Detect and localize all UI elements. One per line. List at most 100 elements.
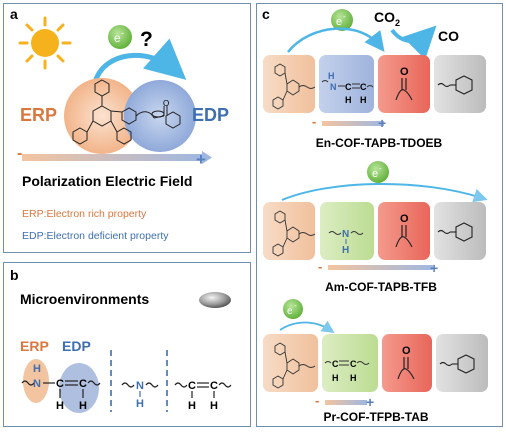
row1-name: En-COF-TAPB-TDOEB xyxy=(316,136,443,150)
electron-label: e xyxy=(114,31,121,45)
b-enamine-c1: C xyxy=(56,378,64,390)
panel-c-frame xyxy=(256,3,503,427)
row2-block-phenyl xyxy=(434,202,486,260)
row3-electron-e: e xyxy=(287,306,293,317)
b-enamine-n: N xyxy=(33,378,41,390)
electron-transfer-arrow xyxy=(92,38,187,83)
b-edp-label: EDP xyxy=(62,338,91,354)
row3-name: Pr-COF-TFPB-TAB xyxy=(323,410,428,424)
row3-ketone-structure: O xyxy=(397,345,415,380)
microenvironments-title: Microenvironments xyxy=(20,291,149,307)
row2-block-amine xyxy=(320,202,374,260)
b-enamine-h2: H xyxy=(79,400,87,412)
row1-gradient-bar xyxy=(322,121,384,126)
row2-block-ketone xyxy=(378,202,430,260)
row1-o: O xyxy=(400,66,409,78)
row1-nh-n: N xyxy=(330,82,337,92)
row3-block-ketone xyxy=(382,334,432,392)
row-3: e - C C H H O xyxy=(263,299,488,424)
row2-tpb-structure xyxy=(272,210,316,257)
row3-h2: H xyxy=(350,373,357,383)
b-alkene-h1: H xyxy=(188,400,196,412)
panel-b-frame xyxy=(3,262,251,427)
row1-ketone-structure: O xyxy=(395,66,413,101)
row1-electron-sup: - xyxy=(343,12,346,21)
field-title: Polarization Electric Field xyxy=(22,173,192,189)
b-erp-oval xyxy=(23,359,49,403)
erp-definition: ERP:Electron rich property xyxy=(22,208,147,220)
row3-electron-icon: e - xyxy=(283,299,303,319)
co2-label: CO2 xyxy=(374,9,400,28)
panel-a-frame xyxy=(3,3,251,253)
row1-transfer-arrow xyxy=(287,27,385,53)
row2-electron-icon: e - xyxy=(367,161,389,183)
edp-label: EDP xyxy=(192,105,229,125)
b-edp-oval xyxy=(59,363,99,413)
row2-name: Am-COF-TAPB-TFB xyxy=(325,280,437,294)
b-enamine-h1: H xyxy=(56,400,64,412)
row3-tpb-structure xyxy=(272,342,316,389)
row-2: e - N H O xyxy=(263,161,488,294)
row2-electron-sup: - xyxy=(379,164,382,173)
row3-alkene-structure: C C H H xyxy=(324,359,370,383)
b-erp-label: ERP xyxy=(20,338,49,354)
row2-plus: + xyxy=(430,260,438,276)
question-mark: ? xyxy=(140,28,153,51)
triphenylbenzene-molecule xyxy=(72,79,181,145)
row2-h: H xyxy=(342,245,349,256)
b-alkene-h2: H xyxy=(210,400,218,412)
row1-block-ketone xyxy=(378,55,430,113)
row1-tpb-structure xyxy=(272,63,316,110)
co2-to-co-arrow xyxy=(390,25,437,60)
row3-c2: C xyxy=(350,359,357,369)
panel-b-letter: b xyxy=(10,267,19,283)
row2-block-tpb xyxy=(263,202,315,260)
microenvironment-pill xyxy=(199,292,231,308)
row1-block-phenyl xyxy=(434,55,486,113)
edp-definition: EDP:Electron deficient property xyxy=(22,230,169,242)
row3-phenyl-structure xyxy=(439,354,475,374)
row2-ketone-structure: O xyxy=(395,213,413,248)
erp-label: ERP xyxy=(20,105,57,125)
row1-minus: - xyxy=(312,114,316,129)
carbonyl-o: O xyxy=(163,99,169,108)
row1-block-enamine xyxy=(319,55,374,113)
plus-sign: + xyxy=(196,150,206,169)
b-amine-n: N xyxy=(136,380,144,392)
row2-electron-e: e xyxy=(372,168,378,180)
b-alkene-c2: C xyxy=(210,380,218,392)
row3-block-phenyl xyxy=(436,334,488,392)
row3-c1: C xyxy=(332,359,339,369)
panel-a-letter: a xyxy=(10,6,18,22)
row2-transfer-arrow xyxy=(281,182,488,203)
polarization-gradient-bar xyxy=(22,154,202,161)
row3-transfer-arrow xyxy=(279,320,335,333)
row3-block-alkene xyxy=(322,334,378,392)
b-alkene-c1: C xyxy=(188,380,196,392)
row1-block-tpb xyxy=(263,55,315,113)
row2-phenyl-structure xyxy=(437,222,473,242)
amine-fragment: N H xyxy=(121,380,159,410)
row1-phenyl-structure xyxy=(437,75,473,95)
row2-amine-structure: N H xyxy=(328,229,364,256)
row1-plus: + xyxy=(378,115,386,131)
row1-electron-e: e xyxy=(336,16,342,28)
row1-electron-icon: e - xyxy=(331,9,353,31)
panel-c-letter: c xyxy=(262,6,270,22)
electron-icon: e - xyxy=(108,25,132,49)
row2-minus: - xyxy=(318,259,322,274)
minus-sign: - xyxy=(17,145,22,162)
row1-h2: H xyxy=(360,95,367,105)
row3-gradient-bar xyxy=(325,400,367,405)
row3-minus: - xyxy=(315,393,319,408)
row-1: e - H N C C H H O xyxy=(263,9,486,150)
row1-c2: C xyxy=(360,82,367,92)
co-label: CO xyxy=(438,28,459,44)
b-enamine-h-top: H xyxy=(33,363,41,375)
row3-plus: + xyxy=(366,394,374,410)
b-amine-h: H xyxy=(136,398,144,410)
electron-sup: - xyxy=(121,28,124,38)
row2-gradient-bar xyxy=(328,265,433,270)
edp-circle xyxy=(124,80,196,152)
